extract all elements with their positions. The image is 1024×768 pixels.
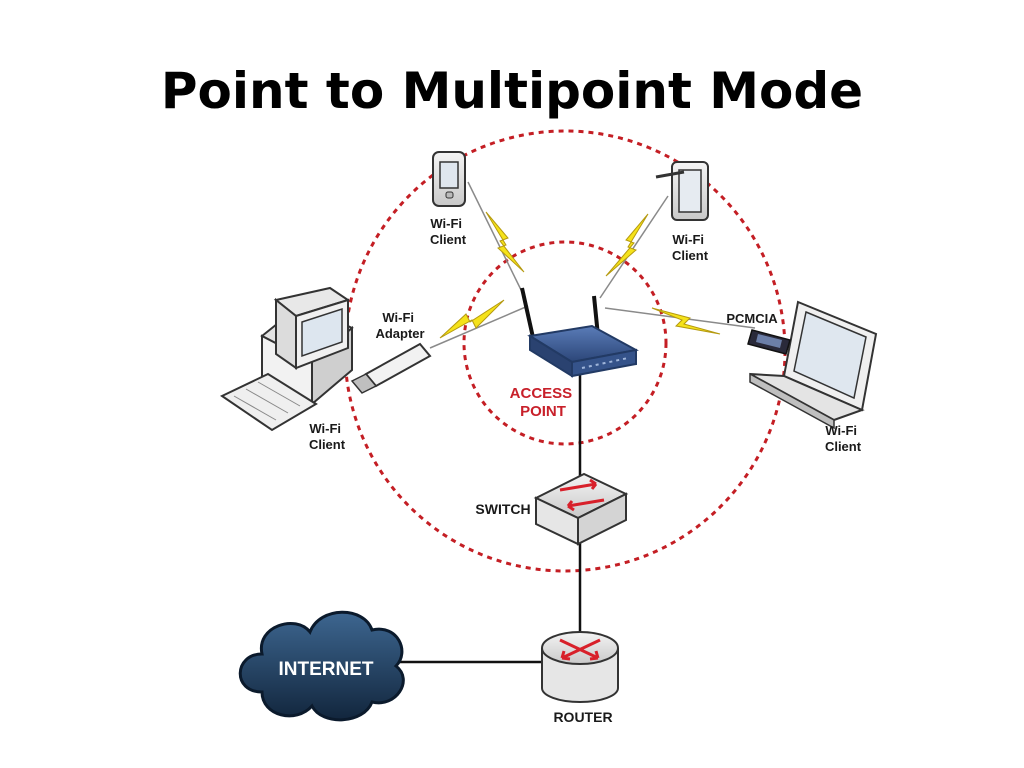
inner-range-circle <box>462 240 668 446</box>
laptop-client-label-line2: Client <box>825 439 862 454</box>
lightning-icon <box>439 299 505 339</box>
adapter-label-line2: Adapter <box>375 326 424 341</box>
pda-client-label-line2: Client <box>430 232 467 247</box>
access-point-label-line2: POINT <box>520 403 566 420</box>
switch-icon <box>533 472 629 546</box>
pcmcia-card-icon <box>747 329 791 355</box>
pda-icon <box>432 151 466 207</box>
wireless-link-pda <box>467 181 526 299</box>
tablet-client-label-line1: Wi-Fi <box>672 232 704 247</box>
desktop-client-label-line1: Wi-Fi <box>309 421 341 436</box>
switch-label: SWITCH <box>475 501 530 517</box>
router-icon <box>541 631 619 703</box>
adapter-label-line1: Wi-Fi <box>382 310 414 325</box>
pda-client-label: Wi-Fi Client <box>430 216 467 247</box>
tablet-icon <box>655 161 709 221</box>
desktop-pc-icon <box>219 286 354 432</box>
access-point-label-line1: ACCESS <box>510 385 573 402</box>
wireless-link-laptop <box>604 307 756 335</box>
lightning-icon <box>651 307 721 335</box>
desktop-client-label-line2: Client <box>309 437 346 452</box>
laptop-client-label-line1: Wi-Fi <box>825 423 857 438</box>
laptop-icon <box>749 300 878 430</box>
internet-label: INTERNET <box>279 659 374 680</box>
pcmcia-label: PCMCIA <box>726 311 778 326</box>
cloud-icon <box>238 610 405 722</box>
access-point-label: ACCESS POINT <box>510 385 577 420</box>
tablet-client-label: Wi-Fi Client <box>672 232 709 263</box>
router-label: ROUTER <box>553 709 612 725</box>
pda-client-label-line1: Wi-Fi <box>430 216 462 231</box>
page-title: Point to Multipoint Mode <box>160 62 864 120</box>
desktop-client-label: Wi-Fi Client <box>309 421 346 452</box>
lightning-icon <box>605 213 649 277</box>
wireless-link-adapter <box>429 299 529 349</box>
laptop-client-label: Wi-Fi Client <box>825 423 862 454</box>
lightning-icon <box>485 211 525 273</box>
adapter-label: Wi-Fi Adapter <box>375 310 424 341</box>
wireless-link-tablet <box>599 195 669 299</box>
usb-adapter-icon <box>350 342 432 394</box>
tablet-client-label-line2: Client <box>672 248 709 263</box>
access-point-icon <box>520 287 639 378</box>
